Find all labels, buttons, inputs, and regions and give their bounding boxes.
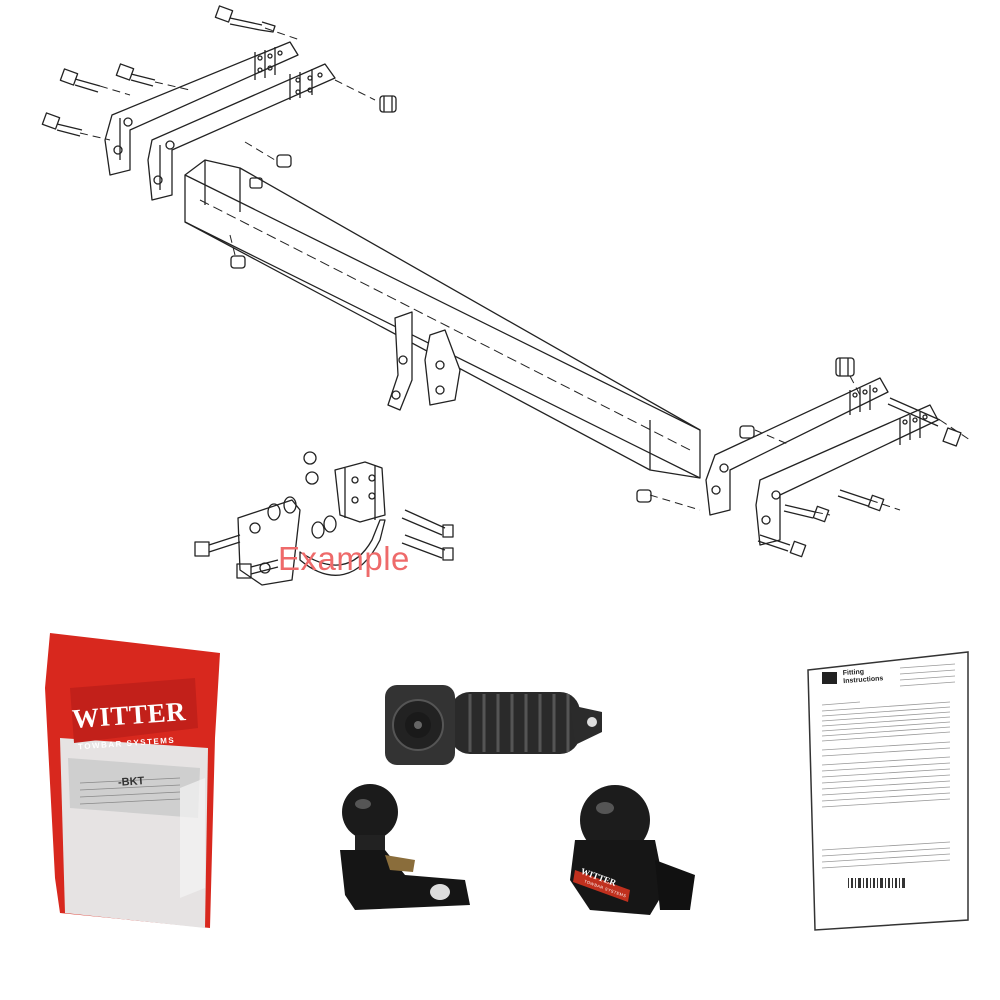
bolt-icon <box>236 559 279 579</box>
right-bracket-arm-2 <box>755 404 939 546</box>
left-bracket-arm-1 <box>104 41 299 176</box>
bolt-icon <box>41 112 83 137</box>
ball-cover-icon <box>570 785 695 915</box>
centre-bracket <box>387 311 461 411</box>
bolt-icon <box>887 397 962 447</box>
nut-icon <box>276 154 292 168</box>
bolt-icon <box>401 509 454 538</box>
bolt-icon <box>214 5 276 33</box>
washer-icon <box>267 496 297 521</box>
nut-icon <box>739 425 755 439</box>
bolt-icon <box>59 68 101 93</box>
towbar-exploded-diagram <box>41 5 971 586</box>
tow-ball-icon <box>340 784 470 910</box>
nut-icon <box>303 451 319 485</box>
nut-icon <box>379 95 397 113</box>
bolt-icon <box>401 534 454 561</box>
electric-socket-icon <box>385 685 602 765</box>
tow-neck-example <box>237 461 386 586</box>
washer-icon <box>311 515 337 539</box>
instruction-sheet-icon <box>807 651 969 931</box>
bag-code: -BKT <box>117 775 145 789</box>
nut-icon <box>249 177 263 189</box>
bolt-icon <box>757 534 807 558</box>
nut-icon <box>636 489 652 503</box>
nut-icon <box>230 255 246 269</box>
right-bracket-arm-1 <box>705 377 889 516</box>
bolt-icon <box>194 534 241 557</box>
bolt-icon <box>837 489 885 512</box>
nut-icon <box>835 357 855 377</box>
crossbar-tube <box>184 159 701 479</box>
bolt-icon <box>115 63 156 87</box>
left-bracket-arm-2 <box>147 63 336 201</box>
bolt-kit-bag <box>45 633 220 928</box>
example-watermark: Example <box>278 540 410 577</box>
